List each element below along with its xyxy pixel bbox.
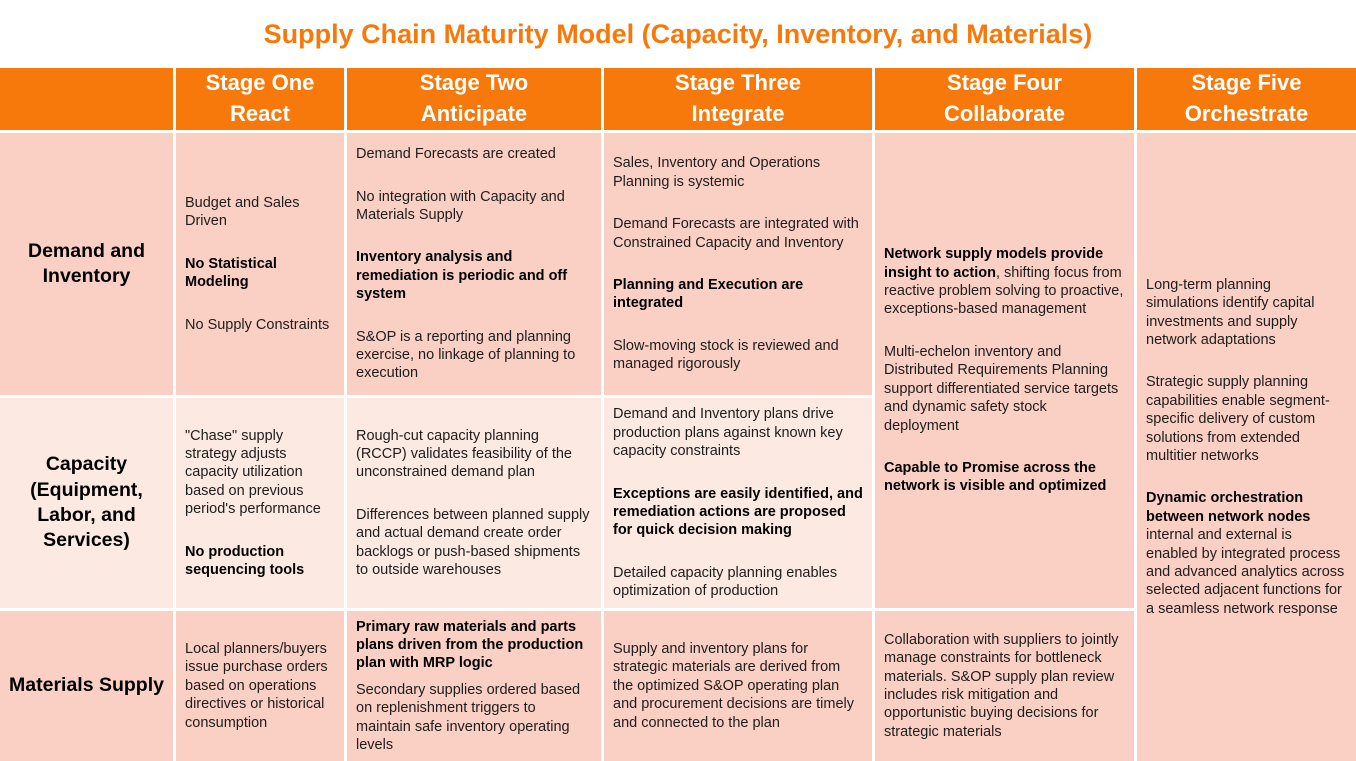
header-stage-five: Stage Five Orchestrate: [1137, 68, 1356, 130]
cell-demand-capacity-stage-four: Network supply models provide insight to…: [875, 133, 1134, 608]
maturity-table: Stage One React Stage Two Anticipate Sta…: [0, 68, 1356, 761]
header-stage-one-verb: React: [230, 101, 290, 126]
header-corner: [0, 68, 173, 130]
header-stage-five-name: Stage Five: [1191, 70, 1302, 96]
header-stage-five-verb: Orchestrate: [1184, 101, 1309, 126]
rowhead-capacity: Capacity (Equipment, Labor, and Services…: [0, 398, 173, 608]
header-stage-one-name: Stage One: [205, 70, 315, 96]
header-stage-two-verb: Anticipate: [420, 101, 528, 126]
header-stage-four-verb: Collaborate: [943, 101, 1066, 126]
rowhead-demand-inventory: Demand and Inventory: [0, 133, 173, 395]
header-stage-one: Stage One React: [176, 68, 344, 130]
header-stage-two: Stage Two Anticipate: [347, 68, 601, 130]
page-title: Supply Chain Maturity Model (Capacity, I…: [263, 19, 1093, 49]
cell-materials-stage-one: Local planners/buyers issue purchase ord…: [176, 611, 344, 761]
cell-materials-stage-three: Supply and inventory plans for strategic…: [604, 611, 872, 761]
header-stage-three: Stage Three Integrate: [604, 68, 872, 130]
cell-capacity-stage-two: Rough-cut capacity planning (RCCP) valid…: [347, 398, 601, 608]
header-stage-three-name: Stage Three: [675, 70, 801, 96]
cell-capacity-stage-one: "Chase" supply strategy adjusts capacity…: [176, 398, 344, 608]
header-stage-two-name: Stage Two: [419, 70, 529, 96]
cell-capacity-stage-three: Demand and Inventory plans drive product…: [604, 398, 872, 608]
header-stage-four: Stage Four Collaborate: [875, 68, 1134, 130]
cell-materials-stage-four: Collaboration with suppliers to jointly …: [875, 611, 1134, 761]
cell-materials-stage-two: Primary raw materials and parts plans dr…: [347, 611, 601, 761]
cell-all-rows-stage-five: Long-term planning simulations identify …: [1137, 133, 1356, 761]
rowhead-materials-supply: Materials Supply: [0, 611, 173, 761]
header-stage-three-verb: Integrate: [691, 101, 785, 126]
header-stage-four-name: Stage Four: [947, 70, 1062, 96]
cell-demand-stage-three: Sales, Inventory and Operations Planning…: [604, 133, 872, 395]
